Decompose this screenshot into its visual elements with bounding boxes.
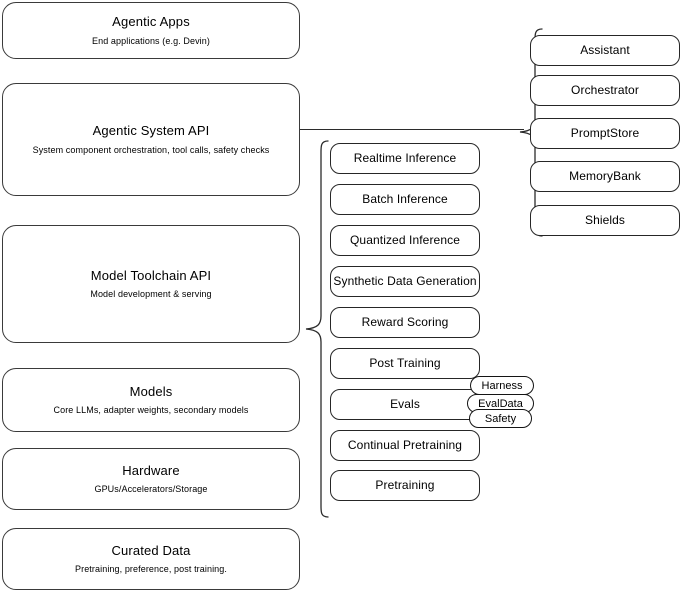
brace-toolchain-left xyxy=(305,140,329,518)
toolchain-item-pretraining[interactable]: Pretraining xyxy=(330,470,480,501)
toolchain-item-realtime-inference[interactable]: Realtime Inference xyxy=(330,143,480,174)
system-item-assistant[interactable]: Assistant xyxy=(530,35,680,66)
item-label: Assistant xyxy=(580,43,630,57)
layer-agentic-system-api[interactable]: Agentic System API System component orch… xyxy=(2,83,300,196)
item-label: PromptStore xyxy=(570,126,640,140)
toolchain-item-reward-scoring[interactable]: Reward Scoring xyxy=(330,307,480,338)
layer-title: Agentic System API xyxy=(92,123,210,139)
system-item-orchestrator[interactable]: Orchestrator xyxy=(530,75,680,106)
toolchain-item-batch-inference[interactable]: Batch Inference xyxy=(330,184,480,215)
layer-subtitle: Pretraining, preference, post training. xyxy=(75,564,227,574)
item-label: Post Training xyxy=(369,356,441,370)
toolchain-item-post-training[interactable]: Post Training xyxy=(330,348,480,379)
layer-title: Models xyxy=(129,383,173,399)
layer-subtitle: Core LLMs, adapter weights, secondary mo… xyxy=(53,405,249,415)
toolchain-item-continual-pretraining[interactable]: Continual Pretraining xyxy=(330,430,480,461)
system-item-promptstore[interactable]: PromptStore xyxy=(530,118,680,149)
item-label: Evals xyxy=(390,397,420,411)
layer-subtitle: GPUs/Accelerators/Storage xyxy=(94,484,208,494)
layer-subtitle: System component orchestration, tool cal… xyxy=(32,144,270,155)
toolchain-item-evals[interactable]: Evals xyxy=(330,389,480,420)
layer-subtitle: Model development & serving xyxy=(90,289,212,299)
system-item-memorybank[interactable]: MemoryBank xyxy=(530,161,680,192)
item-label: Continual Pretraining xyxy=(347,438,463,452)
layer-model-toolchain-api[interactable]: Model Toolchain API Model development & … xyxy=(2,225,300,343)
layer-curated-data[interactable]: Curated Data Pretraining, preference, po… xyxy=(2,528,300,590)
item-label: Reward Scoring xyxy=(361,315,449,329)
pill-label: Safety xyxy=(484,412,517,425)
layer-title: Agentic Apps xyxy=(112,14,190,30)
item-label: Orchestrator xyxy=(571,83,639,97)
item-label: Batch Inference xyxy=(362,192,448,206)
layer-title: Hardware xyxy=(122,462,180,478)
system-item-shields[interactable]: Shields xyxy=(530,205,680,236)
item-label: MemoryBank xyxy=(569,169,641,183)
pill-label: Harness xyxy=(481,379,523,392)
item-label: Quantized Inference xyxy=(350,233,460,247)
evals-pill-safety[interactable]: Safety xyxy=(469,409,532,428)
item-label: Realtime Inference xyxy=(353,151,457,165)
evals-pill-harness[interactable]: Harness xyxy=(470,376,534,395)
item-label: Pretraining xyxy=(375,478,435,492)
layer-title: Model Toolchain API xyxy=(90,267,212,283)
layer-hardware[interactable]: Hardware GPUs/Accelerators/Storage xyxy=(2,448,300,510)
connector-system-api-line xyxy=(300,129,524,130)
layer-subtitle: End applications (e.g. Devin) xyxy=(92,35,210,46)
item-label: Shields xyxy=(584,213,626,227)
toolchain-item-synthetic-data-generation[interactable]: Synthetic Data Generation xyxy=(330,266,480,297)
layer-agentic-apps[interactable]: Agentic Apps End applications (e.g. Devi… xyxy=(2,2,300,59)
layer-title: Curated Data xyxy=(111,542,191,558)
layer-models[interactable]: Models Core LLMs, adapter weights, secon… xyxy=(2,368,300,432)
toolchain-item-quantized-inference[interactable]: Quantized Inference xyxy=(330,225,480,256)
pill-label: EvalData xyxy=(478,397,523,410)
item-label: Synthetic Data Generation xyxy=(333,274,477,288)
